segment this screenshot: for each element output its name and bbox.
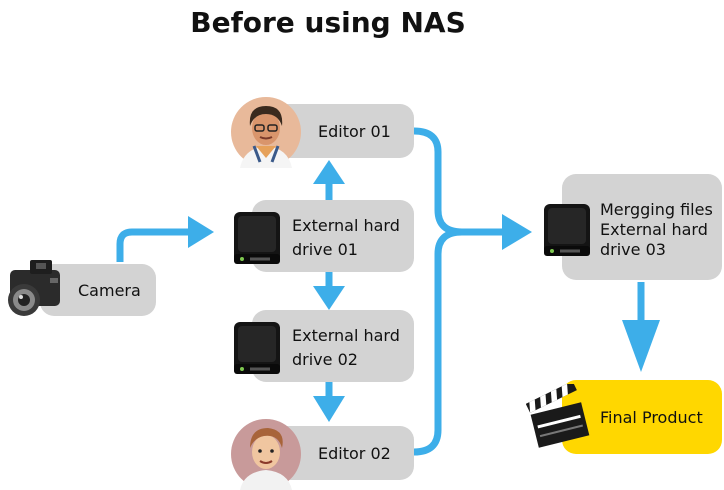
hdd-01-label-line2: drive 01 (292, 240, 358, 259)
arrow-camera-to-hdd1 (116, 228, 190, 262)
merge-label-line3: drive 03 (600, 240, 666, 259)
final-product-node: Final Product (562, 380, 722, 454)
editor-02-avatar-icon (231, 419, 301, 490)
merge-label-line2: External hard (600, 220, 708, 239)
editor-01-avatar-icon (231, 97, 301, 168)
editor-02-label: Editor 02 (318, 444, 391, 463)
external-hard-drive-02-node: External hard drive 02 (252, 310, 414, 382)
arrow-editor2-to-merge (413, 228, 463, 456)
camera-label: Camera (78, 281, 141, 300)
editor-01-label: Editor 01 (318, 122, 391, 141)
hdd-02-label-line1: External hard (292, 326, 400, 345)
clapperboard-icon (526, 384, 590, 448)
merge-label-line1: Mergging files (600, 200, 713, 219)
camera-icon (8, 260, 60, 316)
hard-drive-icon (544, 204, 590, 256)
hdd-02-label-line2: drive 02 (292, 350, 358, 369)
arrow-editor1-to-merge (413, 127, 463, 236)
final-product-label: Final Product (600, 408, 703, 427)
hdd-01-label-line1: External hard (292, 216, 400, 235)
hard-drive-icon (234, 212, 280, 264)
hard-drive-icon (234, 322, 280, 374)
diagram-title: Before using NAS (190, 6, 466, 39)
